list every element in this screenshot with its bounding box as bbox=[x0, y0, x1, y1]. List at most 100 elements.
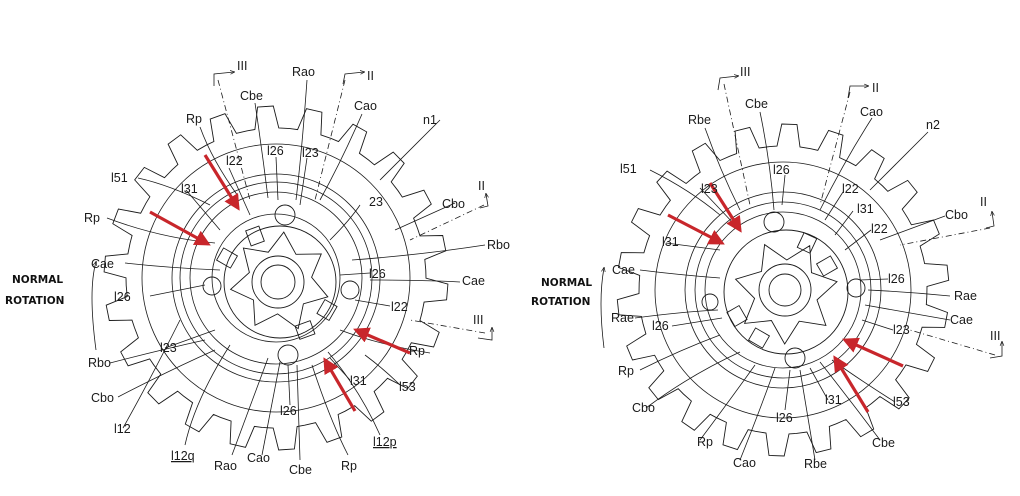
pawl-2-left bbox=[215, 247, 239, 269]
label-rp-left-left: Rp bbox=[84, 211, 100, 225]
label-l26-top-right: l26 bbox=[773, 163, 790, 177]
caption-rotation-left: ROTATION bbox=[5, 295, 64, 307]
label-cbe-top-left: Cbe bbox=[240, 89, 263, 103]
label-rp-top-left: Rp bbox=[186, 112, 202, 126]
pawl-3-right bbox=[726, 304, 748, 328]
label-l23-top-left: l23 bbox=[302, 146, 319, 160]
ratchet-star-right bbox=[734, 243, 838, 345]
red-arrows-left bbox=[149, 154, 411, 412]
label-l22-right-left: l22 bbox=[391, 300, 408, 314]
label-rp-left-right: Rp bbox=[618, 364, 634, 378]
label-cbe-top-right: Cbe bbox=[745, 97, 768, 111]
pin-right-right bbox=[846, 278, 866, 298]
section-arrow-III-right-right bbox=[989, 342, 1002, 359]
pin-top-left bbox=[274, 204, 296, 226]
figure-left: NORMAL ROTATION III II II III Rao Cbe Ca… bbox=[5, 59, 510, 477]
label-l51-right: l51 bbox=[620, 162, 637, 176]
leader-lines-left bbox=[106, 79, 486, 461]
shaft-outer-left bbox=[251, 255, 305, 309]
pin-bottom-right bbox=[784, 347, 806, 369]
label-l26-top-left: l26 bbox=[267, 144, 284, 158]
label-l26-left-left: l26 bbox=[114, 290, 131, 304]
pawl-4-left bbox=[294, 320, 316, 340]
label-l23-top-right: l23 bbox=[701, 182, 718, 196]
label-rae-left-right: Rae bbox=[611, 311, 634, 325]
red-arrow-2-right bbox=[667, 213, 725, 245]
label-cao-bottom-left: Cao bbox=[247, 451, 270, 465]
rotation-arrow-right bbox=[600, 268, 604, 349]
section-line-II-top-left bbox=[314, 79, 346, 201]
label-cbo-right-left: Cbo bbox=[442, 197, 465, 211]
label-l12-left: l12 bbox=[114, 422, 131, 436]
pin-top-right bbox=[763, 211, 785, 233]
label-rp-bottom-left: Rp bbox=[341, 459, 357, 473]
section-arrow-II-right-right bbox=[985, 212, 994, 229]
label-l12p-left: l12p bbox=[373, 435, 397, 449]
label-rp-right-left: Rp bbox=[409, 344, 425, 358]
label-rbo-left-left: Rbo bbox=[88, 356, 111, 370]
label-n2-right: n2 bbox=[926, 118, 940, 132]
ring-inner-right bbox=[704, 211, 862, 369]
label-cao-bottom-right: Cao bbox=[733, 456, 756, 470]
label-cbe-bottom-right: Cbe bbox=[872, 436, 895, 450]
red-arrow-1-left bbox=[203, 154, 240, 211]
label-rao-top-left: Rao bbox=[292, 65, 315, 79]
label-rao-bottom-left: Rao bbox=[214, 459, 237, 473]
shaft-outer-right bbox=[758, 263, 812, 317]
ring-hub-left bbox=[211, 213, 341, 343]
section-label-II-top-left: II bbox=[367, 69, 374, 83]
red-arrow-4-right bbox=[833, 355, 870, 413]
rotation-arrow-left bbox=[91, 262, 96, 351]
ring-outer-right bbox=[654, 161, 912, 419]
pin-right-left bbox=[340, 280, 360, 300]
figure-right: NORMAL ROTATION III II II III Cbe Rbe Ca… bbox=[531, 65, 1002, 471]
label-cbo-left-left: Cbo bbox=[91, 391, 114, 405]
caption-rotation-right: ROTATION bbox=[531, 296, 590, 308]
label-l22-right-right: l22 bbox=[871, 222, 888, 236]
gear-teeth-left bbox=[103, 105, 449, 451]
cam-right bbox=[723, 229, 849, 355]
red-arrows-right bbox=[667, 182, 904, 413]
label-cae-right-left: Cae bbox=[462, 274, 485, 288]
label-l51-left: l51 bbox=[111, 171, 128, 185]
ratchet-star-left bbox=[229, 231, 329, 330]
label-cao-top-left: Cao bbox=[354, 99, 377, 113]
section-label-III-right-left: III bbox=[473, 313, 483, 327]
label-cbe-bottom-left: Cbe bbox=[289, 463, 312, 477]
ring-outer-left bbox=[141, 143, 411, 413]
label-l31-left-left: l31 bbox=[181, 182, 198, 196]
section-arrow-III-top-left bbox=[213, 72, 234, 86]
label-rae-right-right: Rae bbox=[954, 289, 977, 303]
section-arrow-III-right-left bbox=[477, 328, 492, 341]
section-line-III-top-right bbox=[723, 83, 751, 206]
section-label-III-top-left: III bbox=[237, 59, 247, 73]
label-l23-left-left: l23 bbox=[160, 341, 177, 355]
label-cae-left-left: Cae bbox=[91, 257, 114, 271]
label-l26-bottom-right: l26 bbox=[776, 411, 793, 425]
section-arrow-II-top-right bbox=[847, 86, 868, 99]
cam-left bbox=[223, 225, 337, 339]
gear-teeth-right bbox=[616, 123, 950, 457]
label-23-left: 23 bbox=[369, 195, 383, 209]
label-rp-bottom-right: Rp bbox=[697, 435, 713, 449]
shaft-inner-left bbox=[260, 264, 296, 300]
label-l22-top-left: l22 bbox=[226, 154, 243, 168]
section-label-II-right-left: II bbox=[478, 179, 485, 193]
label-l31-bottom-left: l31 bbox=[350, 374, 367, 388]
label-l12q-left: l12q bbox=[171, 449, 195, 463]
label-l31-bottom-right: l31 bbox=[825, 393, 842, 407]
label-l26-bottom-left: l26 bbox=[280, 404, 297, 418]
label-cbo-right-right: Cbo bbox=[945, 208, 968, 222]
section-arrow-III-top-right bbox=[717, 76, 738, 91]
pawl-2-right bbox=[815, 255, 839, 277]
pawl-4-right bbox=[747, 327, 771, 349]
ring-mid2-right bbox=[694, 201, 872, 379]
shaft-inner-right bbox=[768, 273, 802, 307]
ring-mid2-left bbox=[179, 181, 373, 375]
label-l26-rmid-right: l26 bbox=[888, 272, 905, 286]
label-cae-left-right: Cae bbox=[612, 263, 635, 277]
caption-normal-right: NORMAL bbox=[541, 277, 592, 289]
section-label-III-right-right: III bbox=[990, 329, 1000, 343]
label-l31-rt-right: l31 bbox=[857, 202, 874, 216]
red-arrow-1-right bbox=[708, 182, 742, 233]
